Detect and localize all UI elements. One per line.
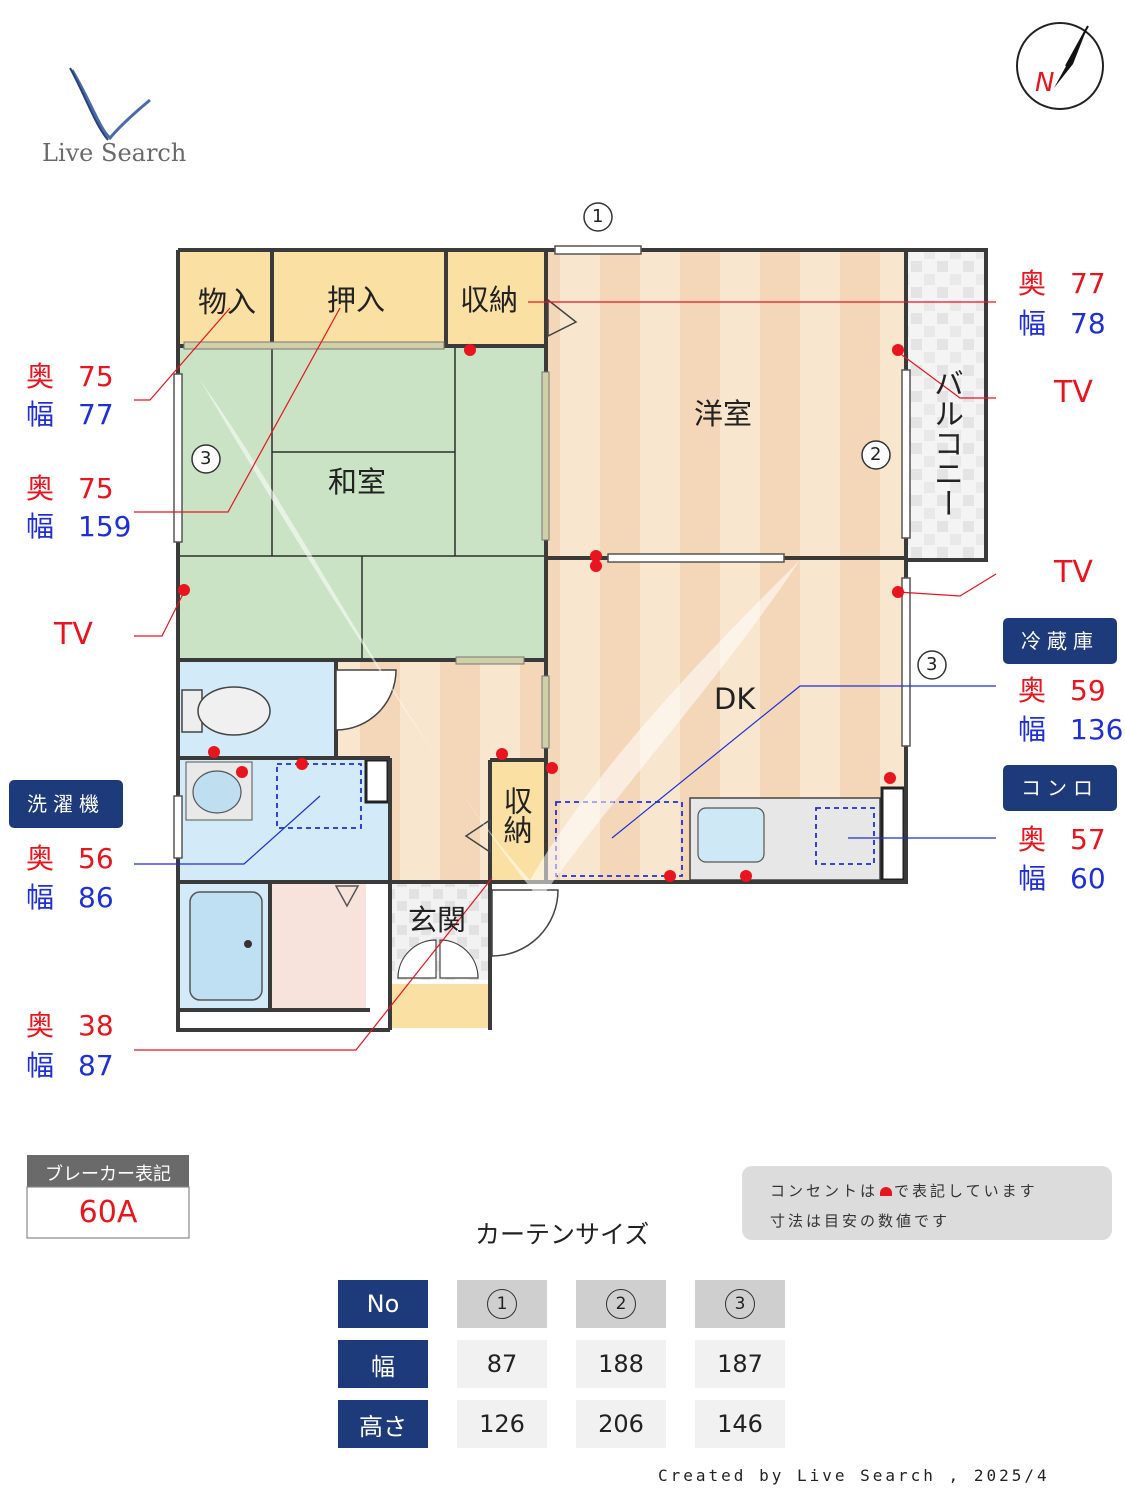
window-marker-2: 2 [870, 444, 882, 465]
genkan [390, 884, 490, 1028]
washitsu-tatami [180, 346, 544, 660]
curtain-row-label-height: 高さ [338, 1400, 428, 1448]
curtain-height-2: 206 [576, 1400, 666, 1448]
curtain-width-3: 187 [695, 1340, 785, 1388]
room-genkan: 玄関 [408, 903, 467, 937]
outlet-icon [880, 1187, 893, 1196]
kitchen-counter [555, 786, 906, 882]
curtain-row-label-width: 幅 [338, 1340, 428, 1388]
compass-icon [1016, 22, 1104, 110]
curtain-height-1: 126 [457, 1400, 547, 1448]
curtain-header-no: No [338, 1280, 428, 1328]
window-markers [191, 202, 947, 680]
note-box [742, 1166, 1112, 1240]
storage-monoire [180, 252, 272, 344]
curtain-width-1: 87 [457, 1340, 547, 1388]
walls [176, 248, 988, 1032]
room-washitsu: 和室 [328, 465, 387, 499]
storage-shuno-mid [492, 760, 544, 880]
window-marker-3a: 3 [200, 448, 212, 469]
stove-badge: コンロ [1003, 765, 1117, 811]
note-line-2: 寸法は目安の数値です [770, 1212, 951, 1230]
footer-credit: Created by Live Search , 2025/4 [658, 1466, 1050, 1485]
curtain-height-3: 146 [695, 1400, 785, 1448]
room-shuno-mid: 収納 [499, 786, 533, 844]
windows [173, 245, 911, 859]
room-youshitsu: 洋室 [694, 397, 753, 431]
room-monoire: 物入 [198, 285, 257, 319]
breaker-title: ブレーカー表記 [45, 1164, 171, 1185]
room-dk: DK [714, 682, 756, 716]
brand-name: Live Search [42, 139, 187, 167]
room-balcony: バルコニー [928, 368, 963, 518]
note-line-1: コンセントはで表記しています [770, 1182, 1038, 1200]
youshitsu-floor [546, 252, 904, 556]
window-marker-1: 1 [592, 206, 604, 227]
swing-doors [335, 298, 578, 957]
sliding-doors [183, 341, 550, 749]
storage-shuno [448, 252, 544, 344]
toilet [180, 662, 334, 756]
fridge-badge: 冷蔵庫 [1003, 618, 1117, 664]
bathroom [180, 884, 366, 1010]
curtain-title: カーテンサイズ [475, 1220, 650, 1249]
brand-logo [69, 67, 151, 141]
breaker-value: 60A [78, 1195, 138, 1230]
curtain-no-2: 2 [576, 1280, 666, 1328]
breaker-box-frame [26, 1155, 190, 1239]
tv-label-right-top: TV [1054, 375, 1093, 410]
curtain-no-3: 3 [695, 1280, 785, 1328]
tv-label-left: TV [54, 617, 93, 652]
tv-label-right-mid: TV [1054, 555, 1093, 590]
curtain-width-2: 188 [576, 1340, 666, 1388]
balcony [906, 250, 986, 558]
window-marker-3b: 3 [926, 654, 938, 675]
room-shuno-top: 収納 [460, 283, 519, 317]
room-oshiire: 押入 [327, 283, 386, 317]
leader-lines [134, 301, 997, 1051]
washer-badge: 洗濯機 [9, 780, 123, 828]
outlets [178, 344, 904, 882]
storage-oshiire [274, 252, 446, 344]
compass-north-letter: N [1035, 68, 1055, 98]
washroom [180, 758, 390, 880]
curtain-no-1: 1 [457, 1280, 547, 1328]
